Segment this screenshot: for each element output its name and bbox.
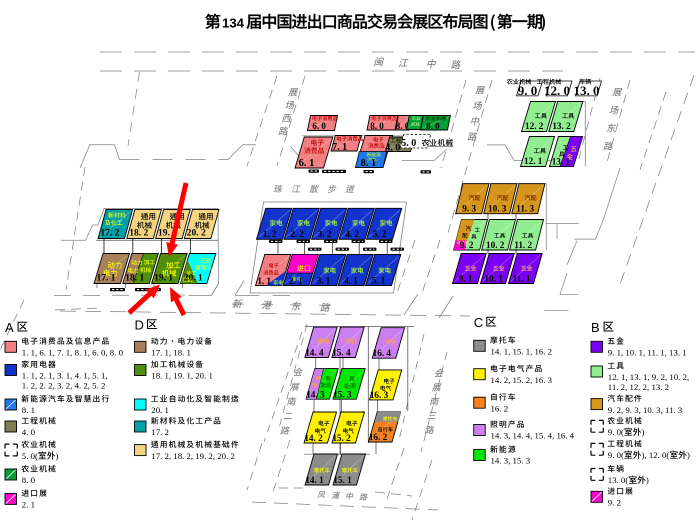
svg-text:8. 0: 8. 0 (22, 475, 36, 485)
svg-text:16. 3: 16. 3 (370, 390, 389, 400)
svg-text:15. 4: 15. 4 (332, 347, 351, 357)
svg-text:): ) (56, 451, 59, 461)
svg-text:4. 2: 4. 2 (345, 229, 359, 239)
svg-text:12. 0: 12. 0 (544, 83, 570, 98)
svg-text:6. 0: 6. 0 (312, 121, 326, 131)
svg-text:5. 0: 5. 0 (401, 138, 416, 149)
svg-text:1. 2, 2. 2, 3. 2, 4. 2, 5. 2: 1. 2, 2. 2, 3. 2, 4. 2, 5. 2 (22, 380, 106, 390)
svg-text:9. 2, 9. 3, 10. 3, 11. 3: 9. 2, 9. 3, 10. 3, 11. 3 (608, 405, 683, 415)
svg-text:): ) (687, 450, 690, 460)
svg-text:14. 2: 14. 2 (304, 433, 323, 443)
svg-text:10. 1: 10. 1 (484, 273, 503, 283)
svg-text:9. 3: 9. 3 (462, 204, 476, 214)
svg-text:1. 1: 1. 1 (258, 276, 272, 286)
svg-text:18. 1, 19. 1, 20. 1: 18. 1, 19. 1, 20. 1 (151, 371, 213, 381)
svg-text:10. 3: 10. 3 (488, 204, 507, 214)
svg-text:5. 0(: 5. 0( (22, 451, 38, 461)
svg-text:6. 1: 6. 1 (299, 158, 315, 169)
svg-text:8. 0: 8. 0 (426, 121, 440, 131)
svg-text:14. 2, 15. 2, 16. 3: 14. 2, 15. 2, 16. 3 (491, 375, 553, 385)
svg-text:11. 2, 12. 2, 13. 2: 11. 2, 12. 2, 13. 2 (608, 382, 669, 392)
svg-text:134: 134 (222, 16, 245, 31)
svg-text:8. 1: 8. 1 (22, 405, 35, 415)
svg-text:17. 1: 17. 1 (97, 274, 116, 284)
svg-text:19. 1: 19. 1 (154, 274, 173, 284)
svg-text:5. 2: 5. 2 (373, 229, 387, 239)
svg-text:20. 1: 20. 1 (184, 274, 203, 284)
svg-text:14. 3: 14. 3 (306, 389, 325, 399)
svg-text:11. 3: 11. 3 (516, 204, 534, 214)
svg-text:13. 1: 13. 1 (552, 156, 571, 166)
svg-text:): ) (646, 475, 649, 485)
svg-text:5. 1: 5. 1 (372, 276, 386, 286)
svg-text:15. 1: 15. 1 (333, 475, 352, 485)
svg-text:9. 0(: 9. 0( (608, 450, 624, 460)
svg-text:15. 2: 15. 2 (332, 433, 351, 443)
svg-text:18. 1: 18. 1 (125, 274, 144, 284)
svg-text:12. 1: 12. 1 (524, 156, 543, 166)
svg-text:D: D (135, 318, 144, 333)
svg-text:16. 2: 16. 2 (369, 432, 388, 442)
svg-text:4. 0: 4. 0 (22, 427, 36, 437)
svg-text:A: A (5, 320, 14, 335)
svg-text:9. 1: 9. 1 (459, 273, 473, 283)
svg-text:13. 0: 13. 0 (574, 83, 600, 98)
svg-text:14. 3, 15. 3: 14. 3, 15. 3 (491, 456, 531, 466)
svg-text:13. 0(: 13. 0( (608, 475, 629, 485)
svg-text:), 12. 0(: ), 12. 0( (642, 450, 670, 460)
svg-text:9. 2: 9. 2 (460, 240, 474, 250)
svg-text:11. 1: 11. 1 (513, 273, 531, 283)
svg-text:14. 1: 14. 1 (305, 475, 324, 485)
svg-text:17. 2: 17. 2 (151, 427, 169, 437)
svg-text:19. 2: 19. 2 (158, 229, 177, 239)
svg-text:4. 0: 4. 0 (385, 143, 400, 154)
svg-text:7. 1: 7. 1 (332, 142, 347, 153)
svg-text:13. 2: 13. 2 (552, 121, 571, 131)
svg-text:1. 1, 6. 1, 7. 1, 8. 1, 6. 0,: 1. 1, 6. 1, 7. 1, 8. 1, 6. 0, 8. 0 (22, 348, 124, 358)
svg-text:3. 2: 3. 2 (318, 229, 332, 239)
svg-text:17. 2, 18. 2, 19. 2, 20. 2: 17. 2, 18. 2, 19. 2, 20. 2 (151, 451, 235, 461)
svg-text:20. 2: 20. 2 (187, 229, 206, 239)
svg-text:10. 2: 10. 2 (486, 240, 505, 250)
svg-text:14. 3, 14. 4, 15. 4, 16. 4: 14. 3, 14. 4, 15. 4, 16. 4 (491, 431, 575, 441)
svg-text:15. 3: 15. 3 (333, 389, 352, 399)
svg-text:12. 1, 13. 1, 9. 2, 10. 2,: 12. 1, 13. 1, 9. 2, 10. 2, (608, 372, 689, 382)
svg-text:18. 2: 18. 2 (129, 229, 148, 239)
svg-text:2. 2: 2. 2 (290, 229, 304, 239)
svg-text:14. 1, 15. 1, 16. 2: 14. 1, 15. 1, 16. 2 (491, 347, 553, 357)
svg-text:C: C (474, 315, 483, 330)
svg-text:16. 4: 16. 4 (373, 348, 392, 358)
svg-text:2. 1: 2. 1 (289, 276, 303, 286)
svg-text:4. 1: 4. 1 (344, 276, 358, 286)
svg-text:8. 0: 8. 0 (396, 121, 410, 131)
svg-text:): ) (642, 427, 645, 437)
svg-text:9. 0(: 9. 0( (608, 427, 624, 437)
svg-text:17. 2: 17. 2 (100, 229, 119, 239)
svg-text:16. 2: 16. 2 (491, 403, 509, 413)
svg-text:1. 1, 2. 1, 3. 1, 4. 1, 5. 1,: 1. 1, 2. 1, 3. 1, 4. 1, 5. 1, (22, 371, 108, 381)
svg-text:17. 1, 18. 1: 17. 1, 18. 1 (151, 348, 191, 358)
svg-text:3. 1: 3. 1 (317, 276, 331, 286)
svg-text:9. 0: 9. 0 (518, 83, 538, 98)
svg-text:12. 2: 12. 2 (525, 121, 544, 131)
svg-text:9. 2: 9. 2 (608, 498, 621, 508)
svg-text:8. 1: 8. 1 (361, 158, 377, 169)
svg-text:2. 1: 2. 1 (22, 500, 35, 510)
svg-text:14. 4: 14. 4 (305, 347, 324, 357)
svg-text:1. 2: 1. 2 (263, 229, 277, 239)
svg-text:8. 0: 8. 0 (370, 121, 384, 131)
svg-text:11. 2: 11. 2 (514, 240, 532, 250)
svg-text:20. 1: 20. 1 (151, 405, 169, 415)
svg-text:9. 1, 10. 1, 11. 1, 13. 1: 9. 1, 10. 1, 11. 1, 13. 1 (608, 348, 687, 358)
svg-text:B: B (591, 320, 600, 335)
